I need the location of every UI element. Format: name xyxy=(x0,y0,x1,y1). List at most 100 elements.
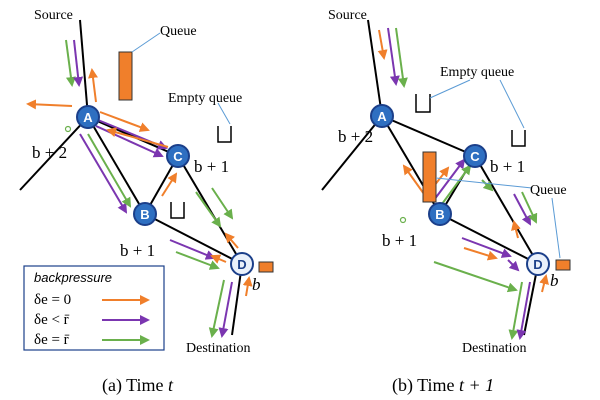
arrow-purple xyxy=(507,259,520,272)
queue-label: Queue xyxy=(160,24,197,39)
svg-text:C: C xyxy=(470,149,480,164)
caption-a: (a) Time t xyxy=(102,375,174,396)
svg-text:δe = 0: δe = 0 xyxy=(34,292,71,308)
empty-queue xyxy=(217,126,232,143)
arrow-orange xyxy=(99,111,150,132)
arrow-green xyxy=(433,261,518,293)
arrow-purple xyxy=(95,125,164,158)
arrow-orange xyxy=(26,99,73,110)
queue-callout xyxy=(551,197,561,259)
node-b: B xyxy=(428,202,452,226)
arrow-purple xyxy=(218,281,233,338)
arrow-purple xyxy=(461,237,512,258)
empty-queue xyxy=(415,94,431,113)
empty-queue xyxy=(170,202,185,219)
queue-bar xyxy=(258,261,274,273)
queue-callout xyxy=(131,32,161,53)
empty-queue-callout xyxy=(499,79,525,129)
svg-text:C: C xyxy=(173,149,183,164)
legend: backpressure δe = 0 δe < r̄ δe = r̄ xyxy=(23,265,165,351)
panel-a: A C B D Source Queue Empty queue b + 2 b… xyxy=(19,8,274,356)
queue-size-b: b + 1 xyxy=(382,231,417,250)
edge-a-c xyxy=(381,115,476,157)
queue-size-b: b + 1 xyxy=(120,241,155,260)
legend-item: δe = 0 xyxy=(34,292,150,308)
legend-title: backpressure xyxy=(34,270,112,285)
queue-size-c: b + 1 xyxy=(194,157,229,176)
queue-size-a: b + 2 xyxy=(338,127,373,146)
arrow-orange xyxy=(511,220,521,239)
queue-size-d: b xyxy=(252,275,261,294)
arrow-green xyxy=(508,281,523,340)
caption-b: (b) Time t + 1 xyxy=(392,375,494,396)
source-label: Source xyxy=(328,8,367,23)
arrow-orange xyxy=(88,68,98,103)
svg-text:D: D xyxy=(237,257,246,272)
empty-queue xyxy=(511,130,526,147)
queue-callout xyxy=(435,177,533,189)
edge-a-b xyxy=(87,116,146,215)
arrow-purple xyxy=(79,133,128,214)
arrow-purple xyxy=(516,281,531,340)
arrow-green xyxy=(195,191,222,228)
arrow-orange xyxy=(539,274,549,293)
empty-queue-label: Empty queue xyxy=(440,65,514,80)
arrow-green xyxy=(65,39,76,87)
arrow-orange xyxy=(161,172,178,197)
arrow-green xyxy=(211,187,234,220)
node-d: D xyxy=(230,252,254,276)
svg-text:δe = r̄: δe = r̄ xyxy=(34,332,70,348)
legend-item: δe < r̄ xyxy=(34,312,150,328)
arrow-green xyxy=(208,279,225,338)
queue-size-d: b xyxy=(550,271,559,290)
svg-text:A: A xyxy=(377,109,387,124)
arrow-orange xyxy=(463,247,498,261)
small-marker xyxy=(399,216,407,224)
arrow-purple xyxy=(387,27,400,86)
queue-bar xyxy=(555,259,571,271)
svg-text:δe < r̄: δe < r̄ xyxy=(34,312,70,328)
queue-bar xyxy=(422,151,437,203)
node-d: D xyxy=(526,252,550,276)
small-marker xyxy=(64,125,72,133)
edge-b-d xyxy=(439,213,539,265)
legend-item: δe = r̄ xyxy=(34,332,150,348)
flow-arrows xyxy=(26,39,253,338)
arrow-green xyxy=(481,179,494,192)
arrow-orange xyxy=(402,164,425,195)
edge-a-left xyxy=(19,116,89,191)
edge-b-d xyxy=(144,213,243,265)
edge-c-d xyxy=(177,155,243,265)
empty-queue-callout xyxy=(217,102,231,125)
arrow-orange xyxy=(106,127,169,148)
arrow-orange xyxy=(210,254,227,264)
arrow-purple xyxy=(513,193,531,226)
arrow-green xyxy=(175,251,220,270)
edge-c-d xyxy=(474,155,539,265)
node-a: A xyxy=(370,104,394,128)
empty-queue-callout xyxy=(429,79,471,99)
arrow-green xyxy=(395,27,408,88)
empty-queue-label: Empty queue xyxy=(168,91,242,106)
arrow-green xyxy=(87,133,132,208)
svg-text:B: B xyxy=(140,207,149,222)
arrow-orange xyxy=(242,276,253,297)
node-b: B xyxy=(133,202,157,226)
destination-label: Destination xyxy=(186,341,251,356)
panel-b: A C B D Source Empty queue Queue b + 2 b… xyxy=(321,8,571,356)
arrow-green xyxy=(521,191,538,224)
arrow-green xyxy=(441,164,472,205)
edge-a-left xyxy=(321,115,383,191)
edge-source-a xyxy=(367,19,383,117)
source-label: Source xyxy=(34,8,73,23)
svg-text:A: A xyxy=(83,110,93,125)
node-a: A xyxy=(76,105,100,129)
arrow-purple xyxy=(433,158,466,201)
svg-text:D: D xyxy=(533,257,542,272)
flow-arrows xyxy=(377,27,549,340)
node-c: C xyxy=(166,144,190,168)
node-c: C xyxy=(463,144,487,168)
queue-size-c: b + 1 xyxy=(490,157,525,176)
